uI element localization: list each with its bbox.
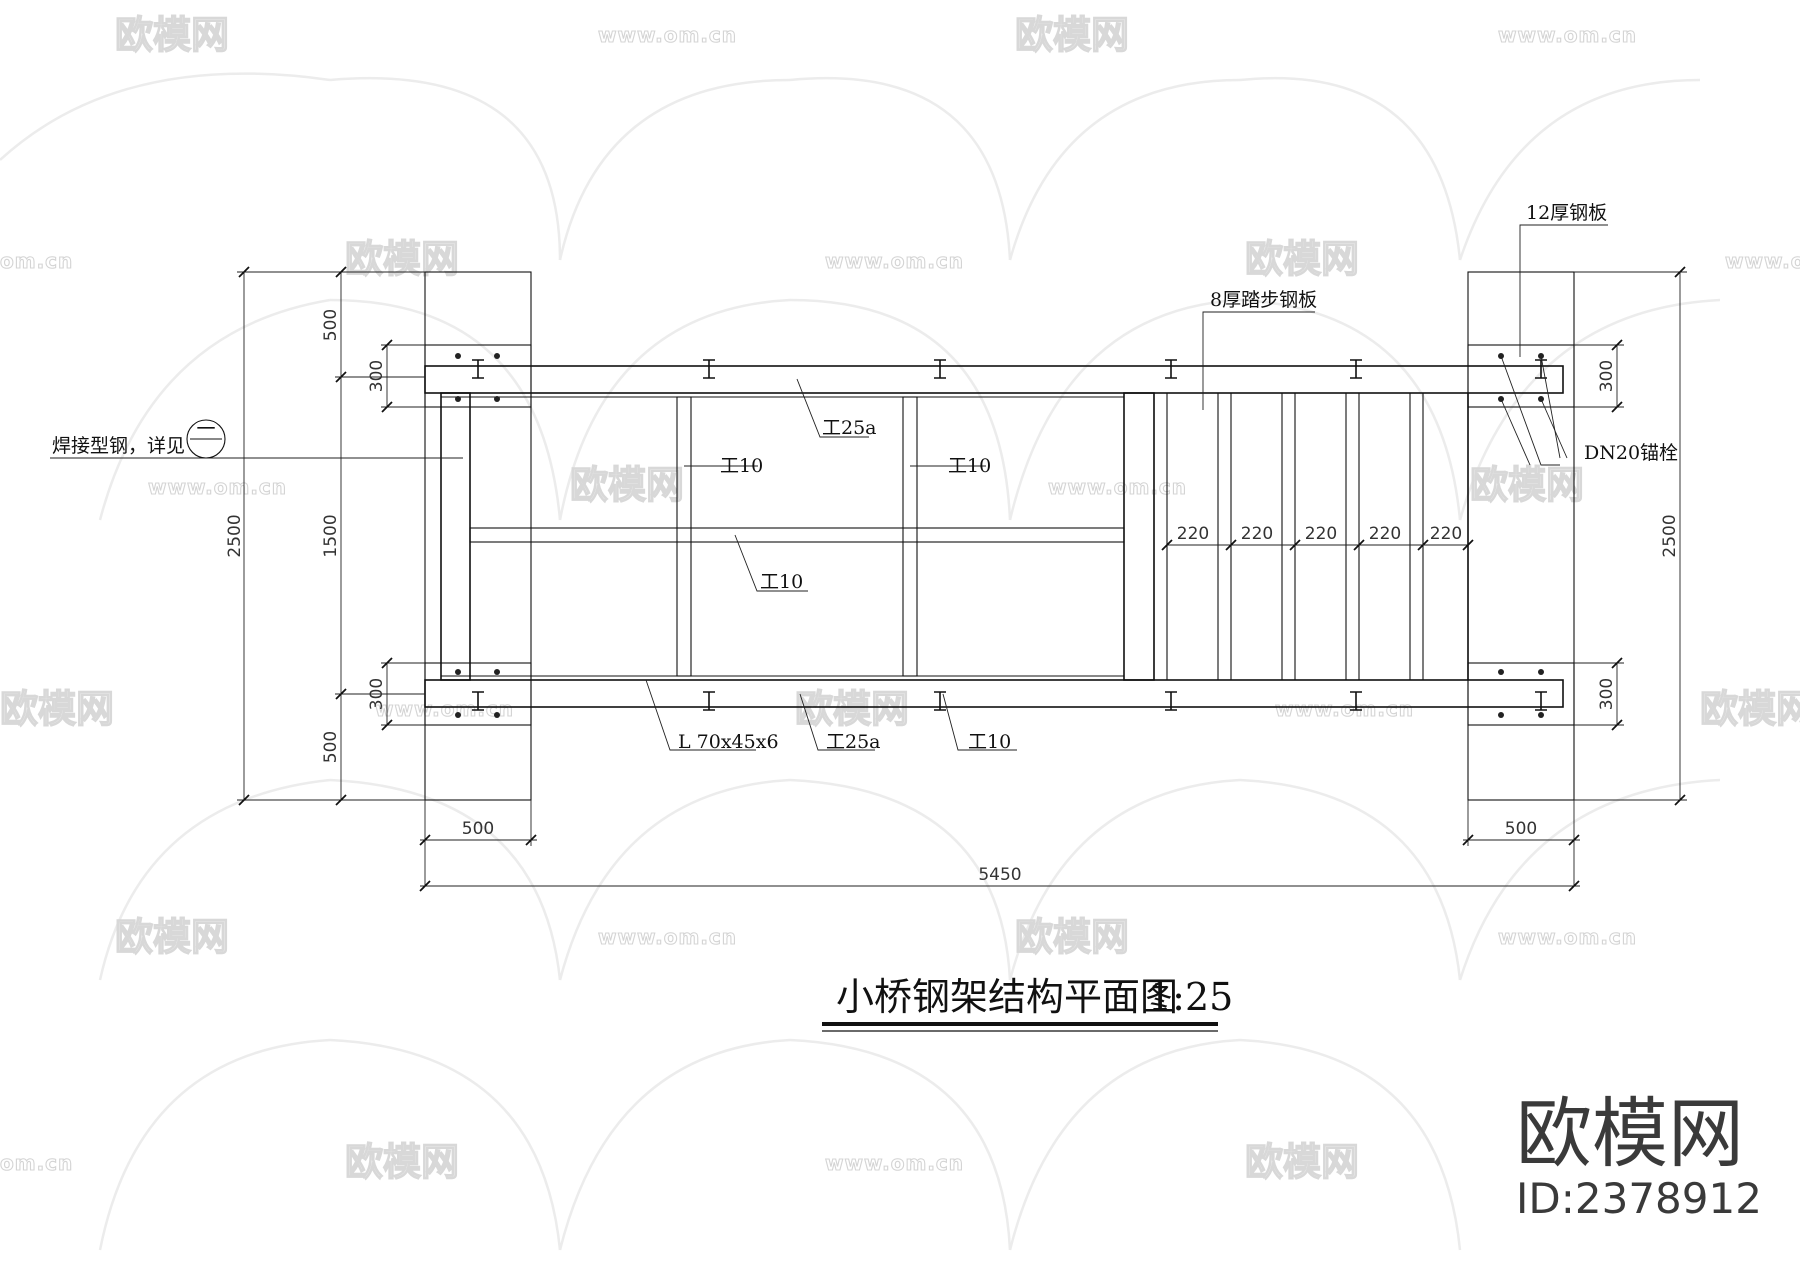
watermark-url: www.om.cn (598, 23, 737, 47)
dim-pier-right-width: 500 (1505, 819, 1537, 839)
bolt (1498, 669, 1504, 675)
brand-name: 欧模网 (1516, 1089, 1744, 1178)
bolt (1538, 669, 1544, 675)
watermark-url: www.om.cn (825, 1151, 964, 1175)
member-labels: 12厚钢板 8厚踏步钢板 焊接型钢，详见 一 DN20锚栓 工25a 工10 工… (52, 202, 1678, 753)
dim-left-top: 500 (321, 309, 341, 341)
base-plates (424, 344, 1575, 726)
detail-ref-circle (186, 419, 226, 459)
dim-left-mid: 1500 (321, 514, 341, 557)
bolt (494, 353, 500, 359)
dim-spacing: 220 (1241, 524, 1273, 544)
dim-left-bottom: 500 (321, 731, 341, 763)
watermark-url: www.om.cn (1498, 23, 1637, 47)
bolt (494, 396, 500, 402)
watermark-url: om.cn (0, 249, 73, 273)
drawing-title-block: 小桥钢架结构平面图 1:25 (822, 975, 1233, 1032)
dim-spacing: 220 (1177, 524, 1209, 544)
label-angle-steel: L 70x45x6 (678, 731, 779, 753)
dim-left-flange-bottom: 300 (367, 678, 387, 710)
bolt (455, 712, 461, 718)
watermark-url: www.om.cn (1048, 475, 1187, 499)
watermark-url: www.om.cn (375, 697, 514, 721)
dim-right-flange-top: 300 (1597, 360, 1617, 392)
label-i10-b: 工10 (948, 455, 991, 477)
drawing-title: 小桥钢架结构平面图 (836, 975, 1178, 1019)
dim-right-total: 2500 (1660, 514, 1680, 557)
dim-left-flange-top: 300 (367, 360, 387, 392)
label-8mm-step-plate: 8厚踏步钢板 (1210, 289, 1317, 311)
watermark-brand: 欧模网 (570, 463, 684, 507)
leader-lines (50, 224, 1608, 751)
watermark-brand: 欧模网 (795, 687, 909, 731)
label-i10-bottom: 工10 (968, 731, 1011, 753)
dim-pier-left-width: 500 (462, 819, 494, 839)
watermark-url: om.cn (0, 1151, 73, 1175)
stair-stringer-left (1123, 392, 1155, 681)
label-dn20-anchor: DN20锚栓 (1584, 442, 1678, 464)
dimension-texts: 2500 500 1500 500 300 300 2500 300 300 2… (225, 309, 1680, 885)
bolt (1538, 712, 1544, 718)
label-i10-a: 工10 (720, 455, 763, 477)
dim-spacing: 220 (1305, 524, 1337, 544)
bolt (1498, 712, 1504, 718)
watermark-url: www.om.cn (148, 475, 287, 499)
pier-right (1467, 271, 1575, 801)
dim-right-flange-bottom: 300 (1597, 678, 1617, 710)
longitudinal-beam-i10 (469, 527, 1125, 543)
watermark-brand: 欧模网 (1245, 237, 1359, 281)
watermark-url: www.om.cn (1498, 925, 1637, 949)
label-i25a-bottom: 工25a (826, 731, 881, 753)
watermark-brand: 欧模网 (115, 13, 229, 57)
watermark-url: www.om.cn (1275, 697, 1414, 721)
watermark-brand: 欧模网 (345, 237, 459, 281)
cross-beam-i10 (676, 396, 692, 677)
label-12mm-plate: 12厚钢板 (1526, 202, 1607, 224)
brand-stamp: 欧模网 ID:2378912 (1516, 1089, 1762, 1223)
bolt (455, 396, 461, 402)
dim-overall-length: 5450 (978, 865, 1021, 885)
bolt (494, 669, 500, 675)
watermark-arcs (0, 72, 1721, 1251)
watermark-brand: 欧模网 (1470, 463, 1584, 507)
bolt (455, 669, 461, 675)
watermark-brand: 欧模网 (0, 687, 114, 731)
drawing-scale: 1:25 (1148, 975, 1233, 1019)
end-beam-left (440, 392, 471, 681)
watermark-layer: 欧模网 欧模网 欧模网 欧模网 欧模网 欧模网 欧模网 欧模网 欧模网 欧模网 … (0, 12, 1800, 1251)
watermark-brand: 欧模网 (1015, 915, 1129, 959)
detail-ref-number: 一 (196, 418, 215, 440)
watermark-url: www.om.cn (825, 249, 964, 273)
pier-left (424, 271, 532, 801)
steel-frame (424, 365, 1564, 708)
watermark-brand: 欧模网 (1245, 1140, 1359, 1184)
bolt (455, 353, 461, 359)
label-i25a-top: 工25a (822, 417, 877, 439)
base-plate-right-top (1467, 344, 1575, 408)
label-weld-note: 焊接型钢，详见 (52, 435, 185, 457)
watermark-url: www.om.cn (598, 925, 737, 949)
base-plate-right-bottom (1467, 662, 1575, 726)
watermark-brand: 欧模网 (115, 915, 229, 959)
dim-spacing: 220 (1430, 524, 1462, 544)
cross-beam-i10 (902, 396, 918, 677)
dimension-lines (237, 266, 1687, 892)
watermark-brand: 欧模网 (1700, 687, 1800, 731)
watermark-url: www.om.cn (1725, 249, 1800, 273)
main-beam-top-i25a (424, 365, 1564, 394)
dim-spacing: 220 (1369, 524, 1401, 544)
watermark-brand: 欧模网 (1015, 13, 1129, 57)
model-id: ID:2378912 (1516, 1174, 1762, 1223)
dim-left-total: 2500 (225, 514, 245, 557)
bolt (494, 712, 500, 718)
label-i10-mid: 工10 (760, 571, 803, 593)
watermark-brand: 欧模网 (345, 1140, 459, 1184)
